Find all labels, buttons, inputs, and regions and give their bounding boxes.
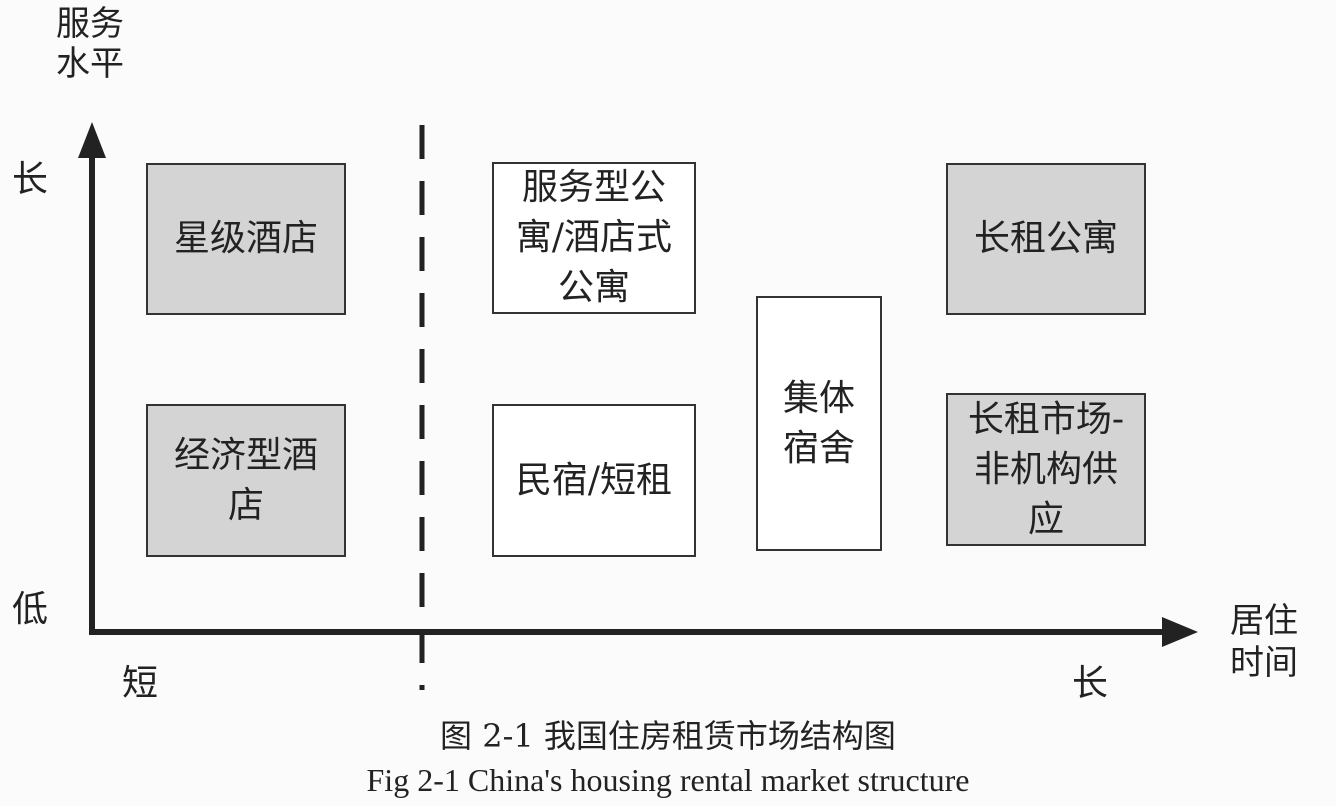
caption-chinese: 图 2-1 我国住房租赁市场结构图 — [440, 717, 896, 755]
box-economy-hotel: 经济型酒店 — [146, 404, 346, 557]
box-serviced-apartment: 服务型公寓/酒店式公寓 — [492, 162, 696, 314]
x-axis-title: 居住时间 — [1230, 601, 1298, 683]
box-dormitory: 集体宿舍 — [756, 296, 882, 551]
box-star-hotel: 星级酒店 — [146, 163, 346, 315]
y-axis-arrow — [78, 122, 106, 158]
x-axis-long-label: 长 — [1072, 663, 1109, 704]
x-axis-arrow — [1162, 617, 1198, 647]
box-homestay: 民宿/短租 — [492, 404, 696, 557]
y-axis-title: 服务水平 — [56, 4, 124, 84]
y-axis-low-label: 低 — [12, 589, 49, 630]
box-non-institutional-supply: 长租市场-非机构供应 — [946, 393, 1146, 546]
caption-english: Fig 2-1 China's housing rental market st… — [366, 762, 970, 798]
x-axis-short-label: 短 — [122, 663, 159, 704]
box-long-rent-apartment: 长租公寓 — [946, 163, 1146, 315]
y-axis-high-label: 长 — [12, 159, 49, 200]
